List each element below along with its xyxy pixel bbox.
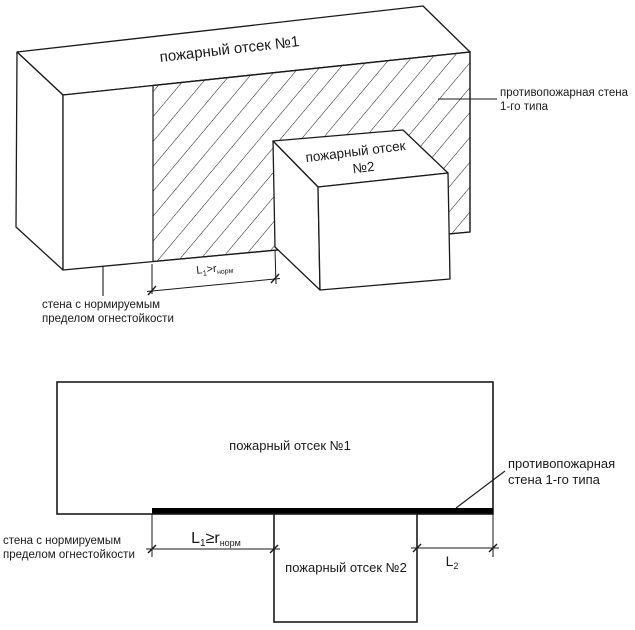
iso-rated-wall-label-line1: стена с нормируемым: [42, 299, 160, 311]
iso-compartment2-label-line2: №2: [352, 159, 376, 177]
plan-firewall-label-line2: стена 1-го типа: [508, 472, 601, 487]
plan-dim-l1-tick-right: [269, 544, 279, 554]
iso-dim-l1-value: r: [212, 263, 217, 275]
iso-dim-tick-right: [270, 273, 280, 284]
plan-dim-l1-symbol: L: [191, 530, 200, 547]
plan-dim-l1-text: L1≥rнорм: [191, 530, 241, 549]
plan-dim-l1-symbol-sub: 1: [200, 538, 206, 549]
plan-dim-l2-tick-right: [488, 543, 498, 553]
iso-rated-wall-label-line2: пределом огнестойкости: [42, 313, 174, 325]
iso-dim-l1-relation: >: [206, 263, 214, 276]
plan-firewall-label-line1: противопожарная: [508, 456, 615, 471]
iso-firewall-label-line2: 1-го типа: [500, 101, 549, 113]
iso-dim-l1-value-sub: норм: [217, 268, 234, 277]
isometric-view: пожарный отсек №1 пожарный отсек №2 прот…: [15, 5, 629, 325]
plan-dim-l2-symbol: L: [446, 553, 454, 569]
iso-dim-l1-symbol: L: [196, 264, 203, 277]
plan-rated-wall-label-line1: стена с нормируемым: [3, 535, 121, 547]
plan-firewall-leader-line: [455, 470, 506, 509]
plan-dim-l1-tick-left: [147, 544, 157, 554]
plan-dim-l2-text: L2: [446, 553, 459, 571]
iso-firewall-label-line1: противопожарная стена: [500, 87, 629, 99]
plan-view: пожарный отсек №1 пожарный отсек №2 прот…: [3, 381, 615, 623]
plan-dim-l2-tick-left: [412, 543, 422, 553]
iso-dim-tick-left: [147, 285, 157, 296]
iso-dim-l1-symbol-sub: 1: [202, 268, 207, 277]
plan-compartment1-rect: [56, 381, 494, 515]
plan-dim-l1-value-sub: норм: [220, 538, 241, 548]
iso-dim-line: [146, 278, 281, 292]
plan-compartment2-rect: [273, 513, 418, 623]
compartment2-front-face: [317, 172, 451, 291]
plan-rated-wall-label-line2: пределом огнестойкости: [3, 549, 135, 561]
plan-firewall-bar: [152, 508, 493, 514]
plan-compartment1-label: пожарный отсек №1: [229, 438, 351, 453]
plan-dim-l2-symbol-sub: 2: [453, 561, 458, 571]
iso-dim-l1-text: L1>rнорм: [196, 261, 234, 278]
plan-dim-l1-relation: ≥: [206, 530, 215, 547]
plan-dim-l1-value: r: [214, 530, 220, 547]
plan-compartment2-label: пожарный отсек №2: [285, 560, 407, 575]
